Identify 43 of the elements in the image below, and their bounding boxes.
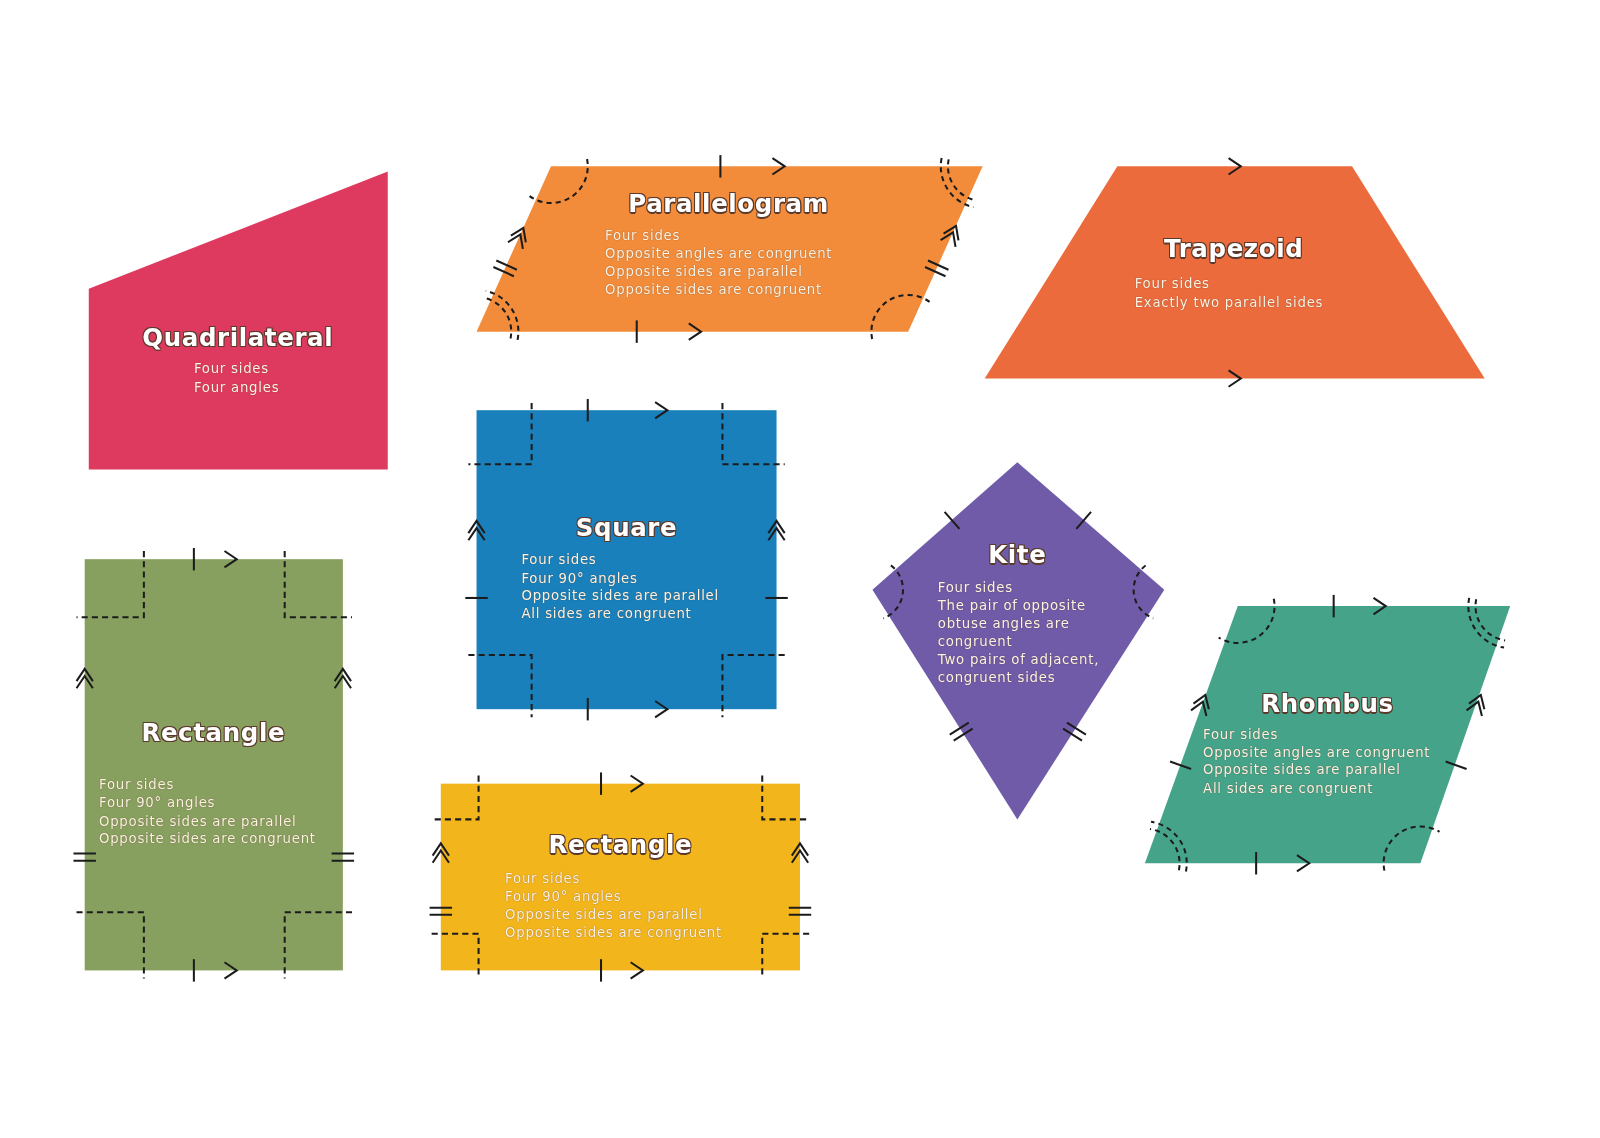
kite-shape (872, 462, 1165, 820)
property-text: Two pairs of adjacent, congruent sides (937, 650, 1101, 687)
shape-title: Rectangle (141, 718, 286, 747)
square-shape (476, 410, 777, 710)
property-text: Exactly two parallel sides (1134, 293, 1324, 312)
property-text: Opposite sides are congruent (99, 829, 316, 848)
trapezoid-shape (984, 166, 1485, 379)
property-text: Four sides (937, 578, 1013, 597)
property-text: All sides are congruent (1203, 779, 1374, 797)
shape-title: Rhombus (1261, 689, 1394, 719)
property-text: All sides are congruent (521, 604, 692, 623)
rhombus-shape (1144, 606, 1511, 864)
property-text: Opposite sides are parallel (99, 811, 297, 830)
property-text: Four sides (1203, 725, 1279, 744)
shape-title: Kite (988, 540, 1047, 570)
shape-title: Quadrilateral (142, 323, 334, 353)
shape-title: Square (575, 513, 678, 542)
property-text: Four sides (193, 359, 269, 379)
rectangle-shape (440, 783, 800, 971)
property-text: Opposite sides are parallel (505, 905, 703, 924)
property-text: Four sides (505, 869, 581, 888)
property-text: Four sides (1134, 274, 1210, 293)
property-text: Four 90° angles (521, 569, 638, 587)
quadrilateral-shape (88, 171, 388, 470)
property-text: Opposite sides are parallel (605, 262, 803, 281)
shape-title: Trapezoid (1164, 234, 1304, 264)
parallelogram-shape (476, 166, 983, 332)
property-text: Four 90° angles (99, 793, 216, 812)
property-text: Four sides (605, 226, 681, 245)
property-text: Opposite angles are congruent (1203, 743, 1431, 762)
property-text: Four sides (99, 775, 175, 794)
property-text: Opposite sides are parallel (1203, 761, 1401, 780)
rectangle-shape (84, 559, 343, 971)
property-text: The pair of opposite obtuse angles are congruent (937, 596, 1087, 651)
property-text: Four sides (521, 551, 597, 570)
property-text: Four angles (193, 378, 280, 398)
property-text: Opposite sides are congruent (605, 280, 822, 299)
property-text: Four 90° angles (505, 887, 622, 906)
shape-title: Rectangle (548, 830, 693, 860)
property-text: Opposite sides are congruent (505, 923, 722, 942)
shape-title: Parallelogram (628, 189, 829, 219)
property-text: Opposite angles are congruent (605, 244, 833, 263)
property-text: Opposite sides are parallel (521, 586, 719, 605)
